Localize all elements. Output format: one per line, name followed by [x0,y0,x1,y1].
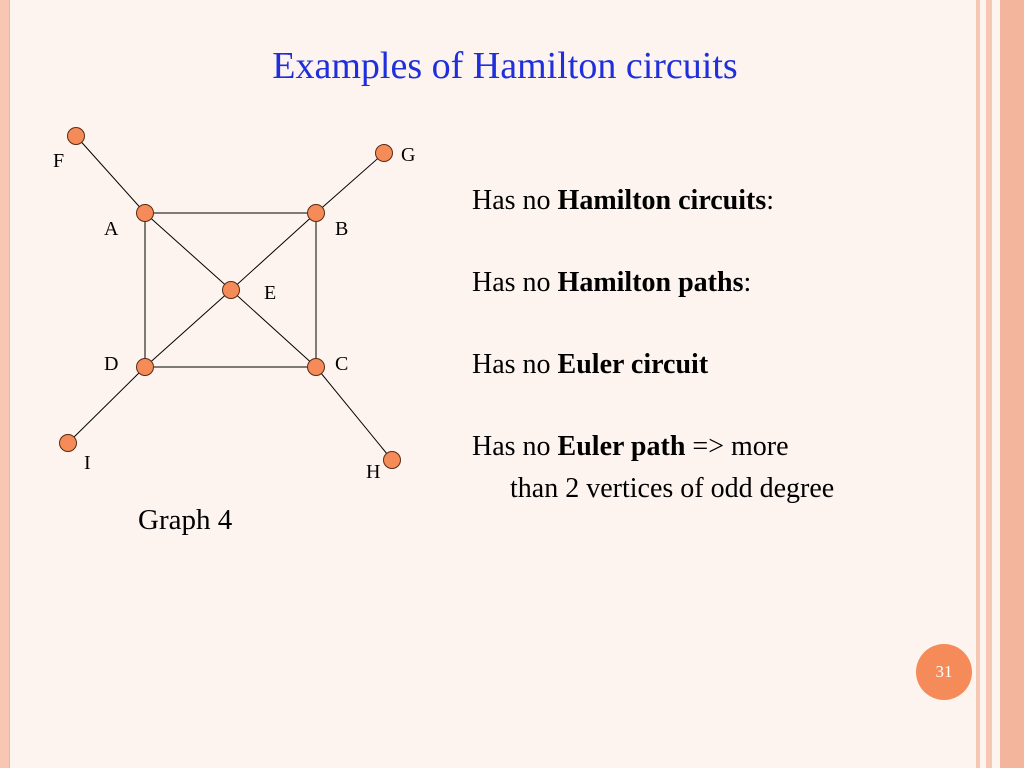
vertex-label-A: A [104,218,119,240]
vertex-label-G: G [401,144,415,166]
graph-4-diagram: A B C D E F G H I [53,127,415,483]
fact-suffix: => more [685,431,789,462]
vertex-label-I: I [84,452,91,474]
fact-term: Hamilton circuits [557,185,767,216]
vertex-label-B: B [335,218,348,240]
vertex-label-H: H [366,461,380,483]
vertex-label-F: F [53,150,64,172]
fact-prefix: Has no [472,185,558,216]
edge-E-C [230,289,317,368]
edge-A-E [144,212,232,291]
vertex-D [136,358,154,376]
fact-suffix: : [743,267,752,298]
edge-C-H [315,366,393,461]
graph-caption: Graph 4 [138,504,233,536]
fact-hamilton-paths: Has no Hamilton paths: [472,262,972,304]
vertex-label-E: E [264,282,276,304]
slide-frame-right-stripe [976,0,980,768]
slide-title: Examples of Hamilton circuits [272,45,738,87]
fact-term: Euler circuit [557,349,709,380]
vertex-label-D: D [104,353,118,375]
facts-list: Has no Hamilton circuits: Has no Hamilto… [472,180,972,550]
fact-euler-path: Has no Euler path => more than 2 vertices… [472,426,972,510]
vertex-B [307,204,325,222]
slide-frame-left [0,0,10,768]
fact-hamilton-circuits: Has no Hamilton circuits: [472,180,972,222]
edge-B-E [230,212,317,291]
vertex-C [307,358,325,376]
slide-frame-right-stripe [1000,0,1024,768]
fact-continuation: than 2 vertices of odd degree [510,473,835,504]
fact-prefix: Has no [472,431,558,462]
edge-B-G [315,152,385,214]
page-number-badge: 31 [916,644,972,700]
fact-term: Euler path [557,431,686,462]
fact-suffix: : [766,185,775,216]
vertex-E [222,281,240,299]
vertex-label-C: C [335,353,348,375]
vertex-A [136,204,154,222]
edge-E-D [144,289,232,368]
fact-term: Hamilton paths [557,267,744,298]
vertex-F [67,127,85,145]
edge-A-F [75,135,146,214]
vertex-G [375,144,393,162]
fact-prefix: Has no [472,267,558,298]
edge-D-I [67,366,146,444]
fact-euler-circuit: Has no Euler circuit [472,344,972,386]
fact-prefix: Has no [472,349,558,380]
vertex-H [383,451,401,469]
vertex-I [59,434,77,452]
slide-frame-right-stripe [986,0,992,768]
